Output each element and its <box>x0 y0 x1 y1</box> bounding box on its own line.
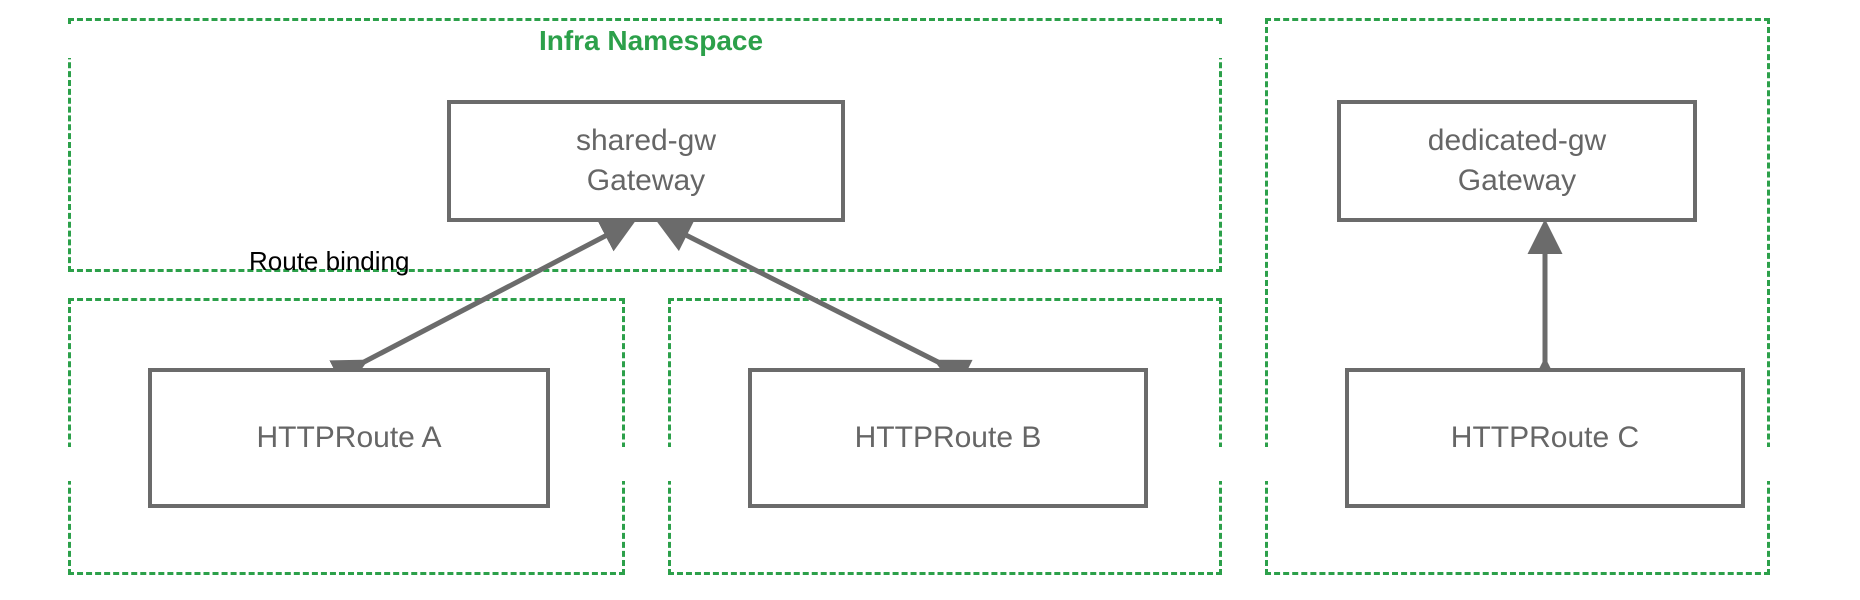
edge-label-route-binding: Route binding <box>249 246 410 276</box>
node-httproute-b[interactable]: HTTPRoute B <box>748 368 1148 508</box>
node-httproute-a[interactable]: HTTPRoute A <box>148 368 550 508</box>
node-label-httproute-a: HTTPRoute A <box>256 421 442 454</box>
node-label-shared-gw: shared-gw Gateway <box>575 124 717 197</box>
node-dedicated-gw-gateway[interactable]: dedicated-gw Gateway <box>1337 100 1697 222</box>
namespace-label-infra: Infra Namespace <box>68 24 1234 58</box>
node-label-dedicated-gw: dedicated-gw Gateway <box>1427 124 1607 197</box>
edge-httproute-a-to-shared-gw <box>329 219 637 392</box>
namespace-box-infra <box>68 18 1222 272</box>
namespace-box-c <box>1265 18 1770 575</box>
node-httproute-c[interactable]: HTTPRoute C <box>1345 368 1745 508</box>
node-shared-gw-gateway[interactable]: shared-gw Gateway <box>447 100 845 222</box>
node-label-httproute-b: HTTPRoute B <box>854 421 1042 454</box>
edge-httproute-b-to-shared-gw <box>655 219 973 392</box>
node-label-httproute-c: HTTPRoute C <box>1450 421 1640 454</box>
